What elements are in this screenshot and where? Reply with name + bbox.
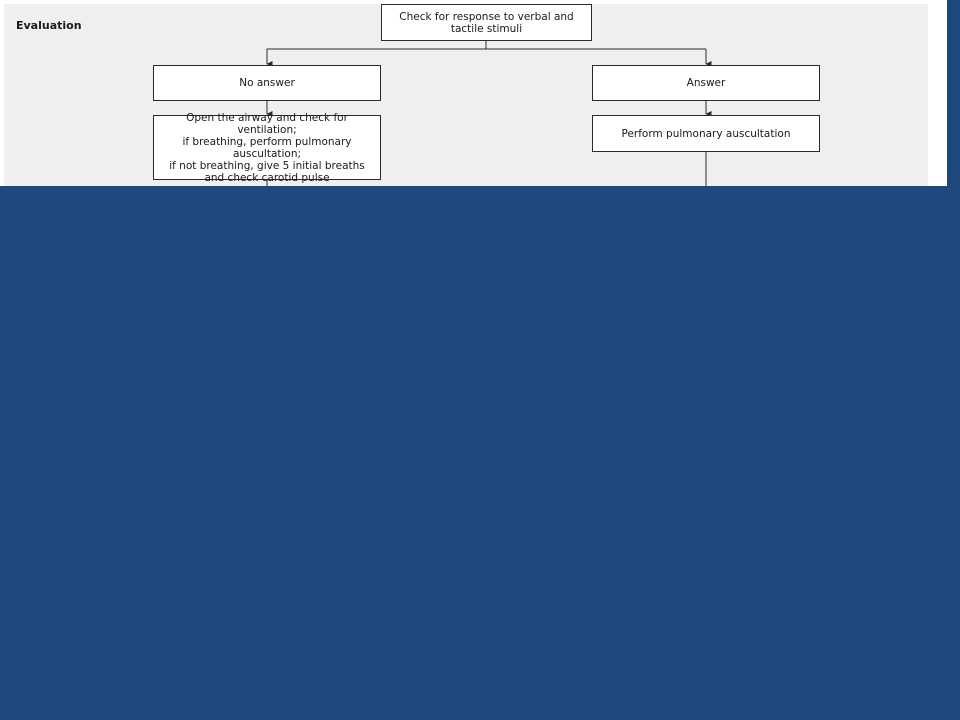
section-label-evaluation: Evaluation: [16, 19, 82, 32]
node-open-airway: Open the airway and check for ventilatio…: [153, 112, 381, 184]
figure-frame: Evaluation Check for response t: [0, 0, 947, 186]
node-check-response: Check for response to verbal and tactile…: [381, 4, 592, 41]
node-no-answer: No answer: [153, 65, 381, 101]
flowchart-connectors: [266, 41, 712, 186]
node-pulmonary-auscultation: Perform pulmonary auscultation: [592, 115, 820, 152]
node-answer: Answer: [592, 65, 820, 101]
